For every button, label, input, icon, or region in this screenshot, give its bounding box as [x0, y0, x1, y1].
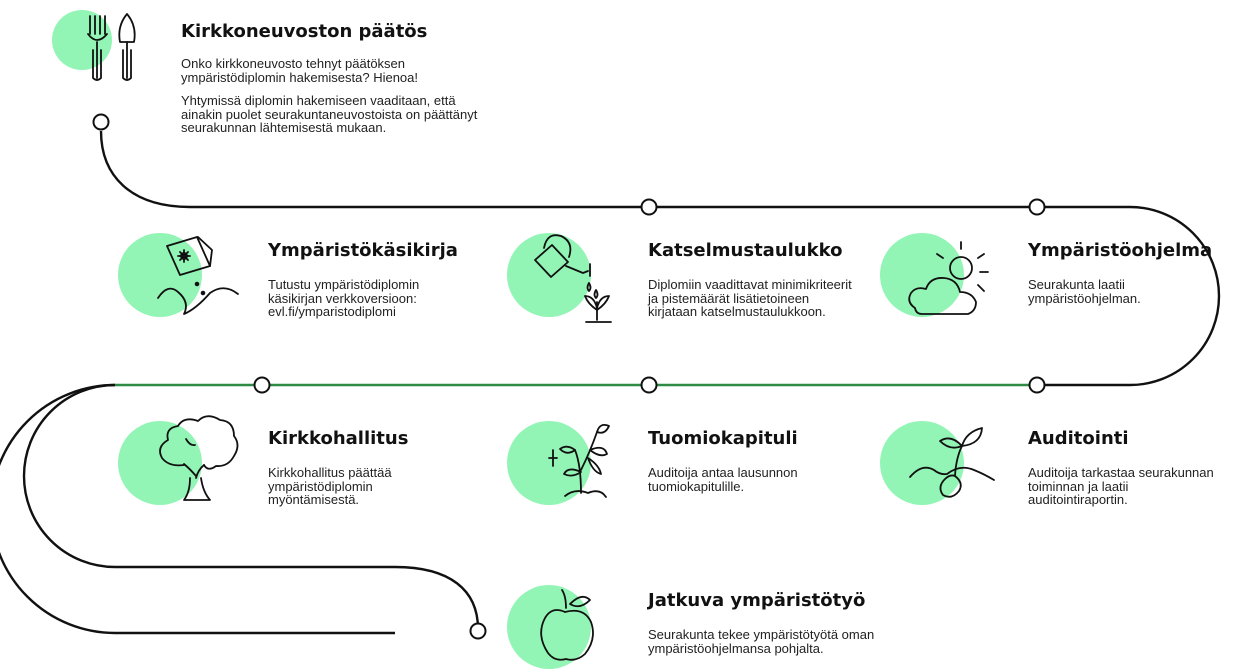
- timeline-track: [0, 130, 1221, 635]
- step-description: Seurakunta tekee ympäristötyötä oman ymp…: [648, 627, 875, 656]
- step-title: Ympäristökäsikirja: [268, 240, 458, 261]
- icon-bg-8: [507, 585, 591, 669]
- step-title: Katselmustaulukko: [648, 240, 843, 261]
- step-description: Diplomiin vaadittavat minimikriteerit ja…: [648, 277, 852, 319]
- milestone-2: [640, 198, 658, 216]
- step-auditointi: Auditointi Auditoija tarkastaa seurakunn…: [1028, 428, 1238, 517]
- step-tuomiokapituli: Tuomiokapituli Auditoija antaa lausunnon…: [648, 428, 868, 503]
- icon-bg-5: [118, 421, 202, 505]
- step-kirkkoneuvoston-paatos: Kirkkoneuvoston päätös Onko kirkkoneuvos…: [181, 21, 501, 145]
- seed-packet-icon: [157, 236, 239, 315]
- milestone-4: [1028, 376, 1046, 394]
- icon-bg-2: [118, 233, 202, 317]
- icon-bg-1: [52, 10, 112, 70]
- step-title: Kirkkohallitus: [268, 428, 409, 449]
- step-description: Onko kirkkoneuvosto tehnyt päätöksen ymp…: [181, 56, 419, 85]
- apple-icon: [540, 589, 594, 661]
- step-title: Kirkkoneuvoston päätös: [181, 21, 428, 42]
- icon-bg-4: [880, 233, 964, 317]
- track-bottom-left: [22, 383, 395, 569]
- step-jatkuva-ymparistotyo: Jatkuva ympäristötyö Seurakunta tekee ym…: [648, 590, 948, 665]
- plant-icon: [548, 423, 610, 498]
- step-title: Ympäristöohjelma: [1028, 240, 1213, 261]
- track-bottom-curve: [394, 565, 480, 630]
- step-title: Jatkuva ympäristötyö: [648, 590, 866, 611]
- step-description: Kirkkohallitus päättää ympäristödiplomin…: [268, 465, 392, 507]
- milestone-5: [640, 376, 658, 394]
- step-description: Auditoija tarkastaa seurakunnan toiminna…: [1028, 465, 1214, 507]
- milestone-1: [92, 113, 110, 131]
- step-title: Auditointi: [1028, 428, 1129, 449]
- track-top: [99, 130, 1221, 387]
- handbook-link[interactable]: evl.fi/ymparistodiplomi: [268, 304, 396, 319]
- step-ymparistoohjelma: Ympäristöohjelma Seurakunta laatii ympär…: [1028, 240, 1238, 315]
- step-description: Yhtymissä diplomin hakemiseen vaaditaan,…: [181, 93, 478, 135]
- step-ymparistokasikirja: Ympäristökäsikirja Tutustu ympäristödipl…: [268, 240, 478, 329]
- sun-cloud-icon: [908, 241, 989, 315]
- icon-backgrounds: [52, 10, 964, 669]
- garden-tools-icon: [87, 13, 136, 81]
- step-kirkkohallitus: Kirkkohallitus Kirkkohallitus päättää ym…: [268, 428, 478, 517]
- step-katselmustaulukko: Katselmustaulukko Diplomiin vaadittavat …: [648, 240, 868, 329]
- step-description: Tutustu ympäristödiplomin käsikirjan ver…: [268, 277, 420, 306]
- track-left-curve: [0, 383, 395, 635]
- icon-bg-6: [507, 421, 591, 505]
- step-title: Tuomiokapituli: [648, 428, 798, 449]
- step-description: Auditoija antaa lausunnon tuomiokapituli…: [648, 465, 798, 494]
- watering-can-icon: [534, 234, 612, 323]
- sprouting-seed-icon: [909, 427, 995, 498]
- step-description: Seurakunta laatii ympäristöohjelman.: [1028, 277, 1141, 306]
- tree-icon: [159, 415, 239, 501]
- milestone-6: [253, 376, 271, 394]
- milestones: [92, 113, 1046, 640]
- milestone-3: [1028, 198, 1046, 216]
- icon-bg-7: [880, 421, 964, 505]
- milestone-7: [469, 622, 487, 640]
